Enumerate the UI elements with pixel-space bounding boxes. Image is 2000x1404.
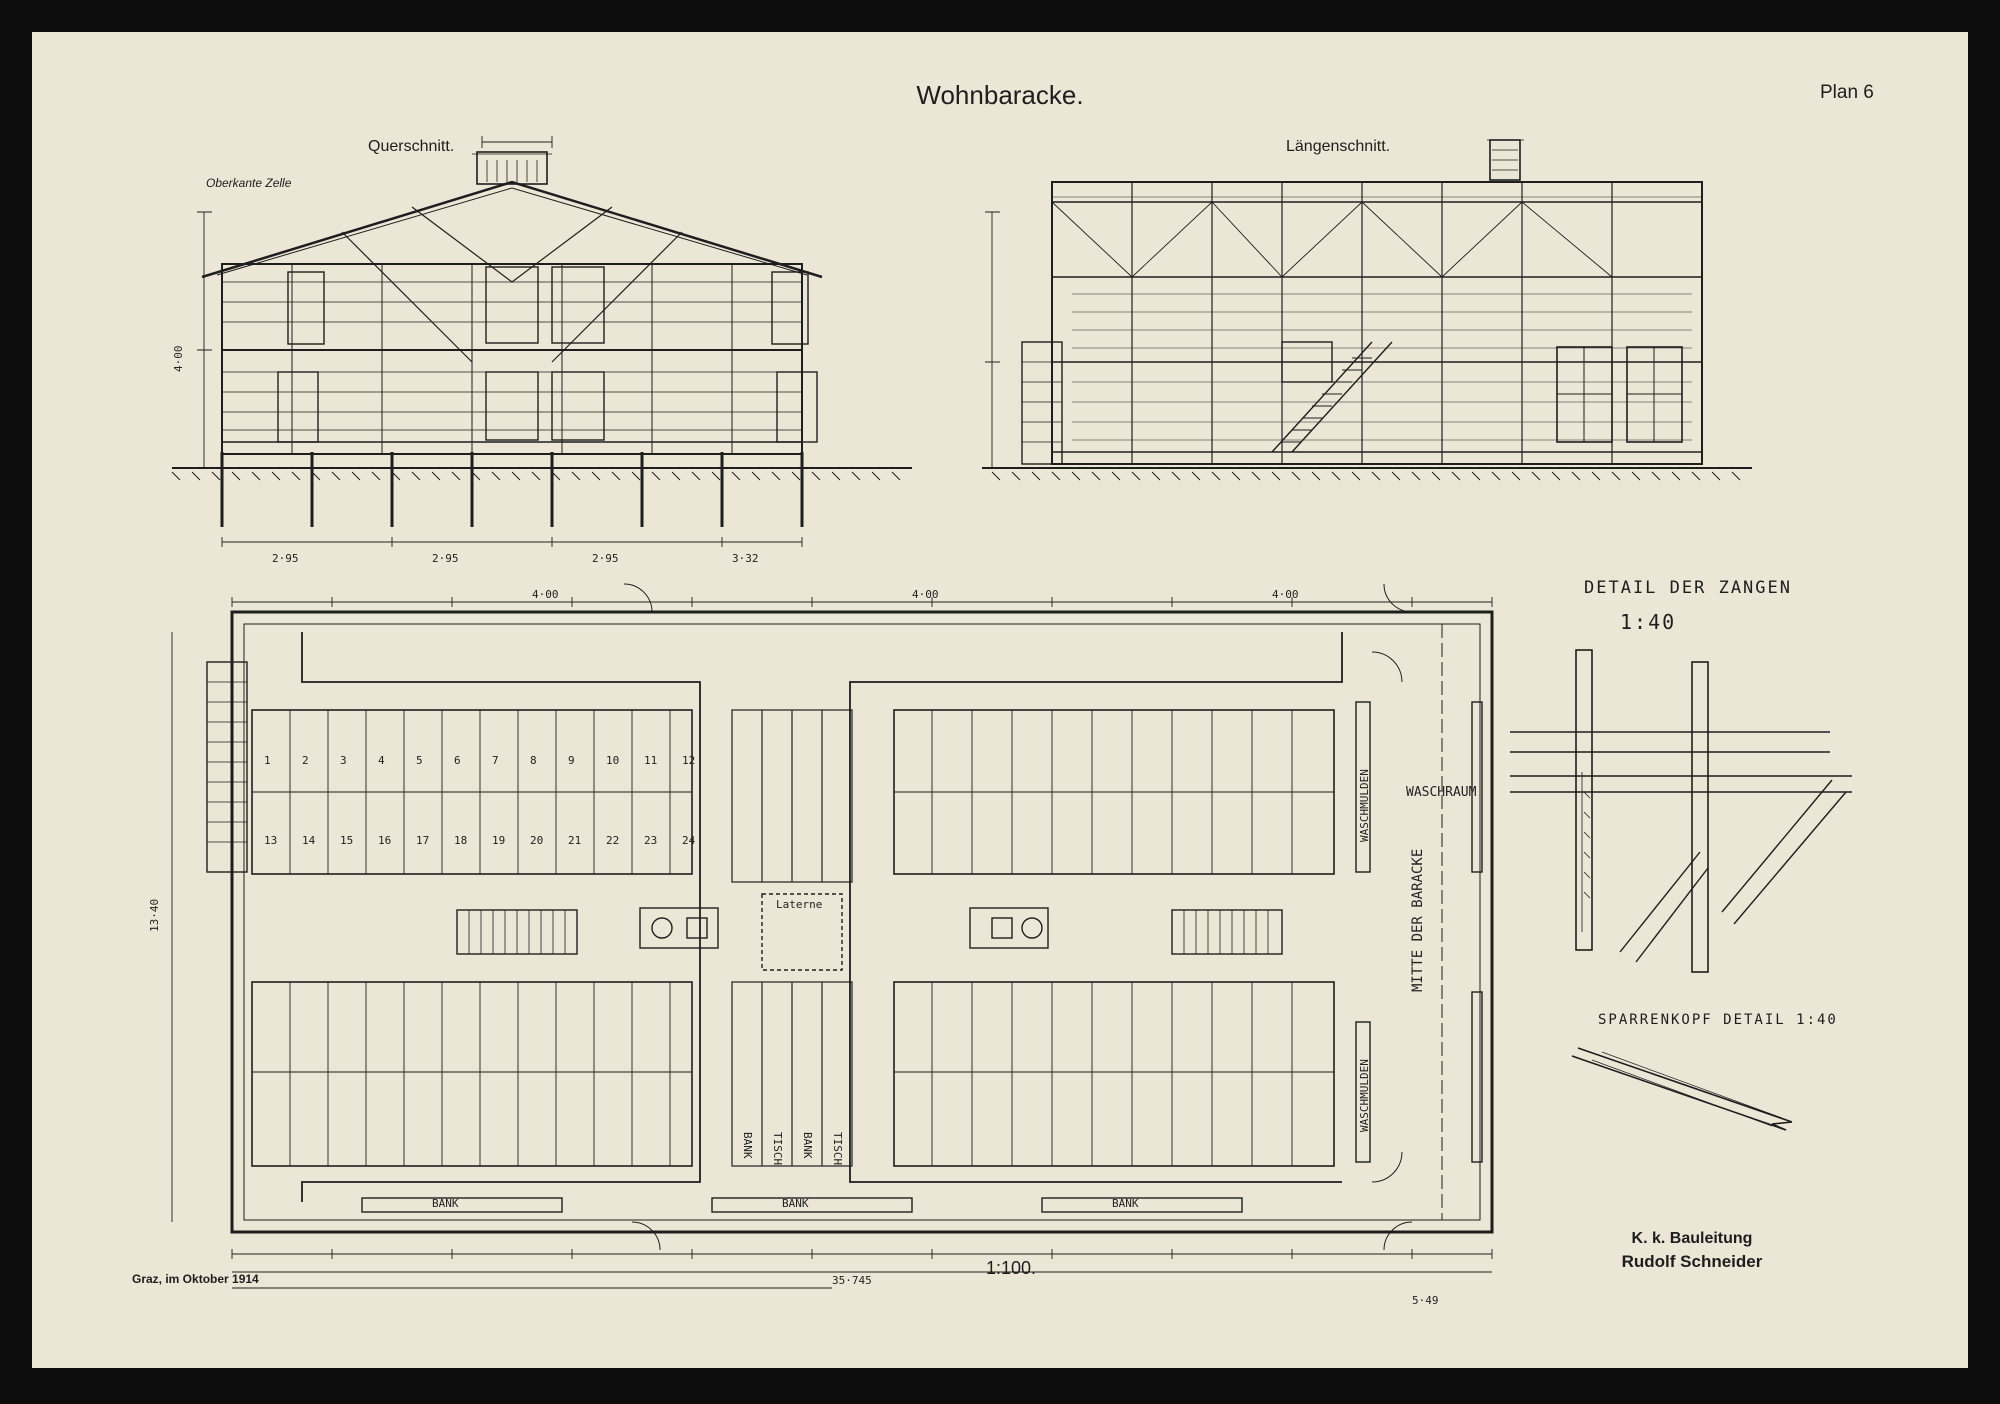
bunk-number: 12 — [682, 754, 695, 767]
bunk-number: 23 — [644, 834, 657, 847]
zangen-detail-title: DETAIL DER ZANGEN — [1584, 578, 1792, 598]
cross-section-title: Querschnitt. — [368, 138, 455, 155]
half-length-dim: 5·49 — [1412, 1294, 1439, 1307]
bunk-number: 2 — [302, 754, 309, 767]
bunk-number: 1 — [264, 754, 271, 767]
bunk-number: 22 — [606, 834, 619, 847]
bunk-number: 3 — [340, 754, 347, 767]
bank-label-4: BANK — [741, 1132, 754, 1159]
drawing-scale: 1:100. — [986, 1258, 1037, 1278]
mitte-label: MITTE DER BARACKE — [1410, 849, 1426, 992]
sparrenkopf-detail-drawing — [1571, 1047, 1793, 1131]
tisch-label-2: TISCH — [831, 1132, 844, 1165]
bunk-number: 21 — [568, 834, 581, 847]
bay-dim-3: 4·00 — [1272, 588, 1299, 601]
long-section-drawing — [982, 139, 1752, 481]
bank-label-5: BANK — [801, 1132, 814, 1159]
bunk-number: 8 — [530, 754, 537, 767]
floor-plan-drawing — [171, 583, 1494, 1289]
bay-dim-2: 4·00 — [912, 588, 939, 601]
bay-dim-1: 4·00 — [532, 588, 559, 601]
bunk-number: 4 — [378, 754, 385, 767]
svg-text:4·00: 4·00 — [172, 346, 185, 373]
waschmulden-label-bottom: WASCHMULDEN — [1358, 1059, 1371, 1132]
bunk-number: 20 — [530, 834, 543, 847]
bunk-number: 16 — [378, 834, 391, 847]
bunk-number: 5 — [416, 754, 423, 767]
svg-text:2·95: 2·95 — [272, 552, 299, 565]
ridge-note: Oberkante Zelle — [206, 176, 292, 190]
bunk-number: 18 — [454, 834, 467, 847]
bunk-number: 14 — [302, 834, 316, 847]
svg-text:2·95: 2·95 — [432, 552, 459, 565]
bunk-number: 24 — [682, 834, 696, 847]
waschmulden-label-top: WASCHMULDEN — [1358, 769, 1371, 842]
office-name: K. k. Bauleitung — [1631, 1230, 1753, 1247]
bunk-number: 7 — [492, 754, 499, 767]
bank-label-1: BANK — [432, 1197, 459, 1210]
plan-number: Plan 6 — [1820, 82, 1874, 103]
tisch-label-1: TISCH — [771, 1132, 784, 1165]
waschraum-label: WASCHRAUM — [1406, 785, 1477, 800]
bunk-number: 11 — [644, 754, 657, 767]
bunk-number: 6 — [454, 754, 461, 767]
sheet-title: Wohnbaracke. — [916, 80, 1084, 110]
zangen-detail-drawing — [1510, 649, 1852, 973]
bank-label-3: BANK — [1112, 1197, 1139, 1210]
zangen-detail-scale: 1:40 — [1620, 610, 1677, 634]
bunk-numbers-bottom: 13 14 15 16 17 18 19 20 21 22 23 24 — [264, 834, 696, 847]
bunk-number: 10 — [606, 754, 619, 767]
cross-section-drawing: 2·95 2·95 2·95 3·32 4·00 — [171, 136, 912, 565]
bunk-number: 19 — [492, 834, 505, 847]
place-date: Graz, im Oktober 1914 — [132, 1272, 259, 1286]
bunk-number: 15 — [340, 834, 353, 847]
long-section-title: Längenschnitt. — [1286, 138, 1391, 155]
width-dim: 13·40 — [148, 899, 161, 932]
svg-text:2·95: 2·95 — [592, 552, 619, 565]
total-length-dim: 35·745 — [832, 1274, 872, 1287]
signer-name: Rudolf Schneider — [1621, 1252, 1763, 1271]
drawing-sheet: 2·95 2·95 2·95 3·32 4·00 — [32, 32, 1968, 1368]
bank-label-2: BANK — [782, 1197, 809, 1210]
bunk-number: 17 — [416, 834, 429, 847]
bunk-number: 13 — [264, 834, 277, 847]
technical-drawing: 2·95 2·95 2·95 3·32 4·00 — [148, 136, 1852, 1307]
bunk-number: 9 — [568, 754, 575, 767]
laterne-label: Laterne — [776, 898, 822, 911]
sparrenkopf-detail-title: SPARRENKOPF DETAIL 1:40 — [1598, 1012, 1838, 1028]
svg-text:3·32: 3·32 — [732, 552, 759, 565]
